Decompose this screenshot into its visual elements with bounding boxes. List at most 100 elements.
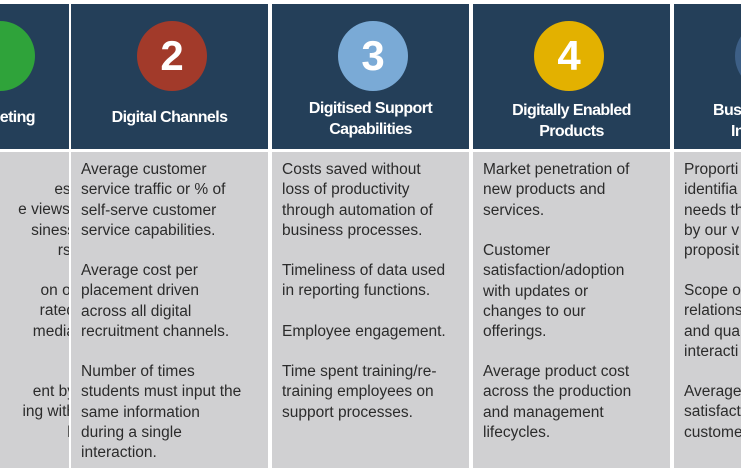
metric-text: Customer satisfaction/adoption with upda… <box>483 241 670 342</box>
column-digitally-enabled-products: 4 Digitally Enabled Products Market pene… <box>473 4 670 468</box>
metric-line: support processes. <box>282 403 413 421</box>
number-badge <box>735 21 741 91</box>
metric-text: Average product cost across the producti… <box>483 362 670 443</box>
metric-text: Time spent training/re- training employe… <box>282 362 469 423</box>
metric-line: media <box>32 322 69 340</box>
number-badge <box>0 21 35 91</box>
metric-text: Average customer service traffic or % of… <box>81 160 268 241</box>
metric-text: Market penetration of new products and s… <box>483 160 670 221</box>
metric-text: Costs saved without loss of productivity… <box>282 160 469 241</box>
column-business-intelligence: Bus In Proporti identifia needs th by ou… <box>674 4 741 468</box>
metric-line: through automation of <box>282 201 433 219</box>
metric-line: changes to our <box>483 302 586 320</box>
metric-text: Average satisfact custome <box>684 382 741 443</box>
metric-line: Timeliness of data used <box>282 262 446 279</box>
column-body: Proporti identifia needs th by our v pro… <box>674 152 741 468</box>
metric-line: Employee engagement. <box>282 323 446 340</box>
metric-line: Scope o <box>684 282 741 299</box>
metric-line: Costs saved without <box>282 161 421 178</box>
title-line: Digitised Support <box>308 100 433 117</box>
column-digital-marketing: eting es, e views) siness rs. on of rate… <box>0 4 69 468</box>
metric-line: Customer <box>483 242 551 259</box>
column-title: eting <box>0 107 36 128</box>
metric-line: Average cost per <box>81 262 198 279</box>
metric-line: e views) <box>18 201 69 219</box>
metric-line: es, <box>54 181 69 198</box>
metric-line: Proporti <box>684 161 739 178</box>
metric-line: interaction. <box>81 444 157 462</box>
metric-line: proposit <box>684 242 740 260</box>
metric-line: and qua <box>684 322 741 340</box>
metric-line: satisfact <box>684 403 741 421</box>
column-body: Market penetration of new products and s… <box>473 152 670 468</box>
metric-line: relations <box>684 302 741 320</box>
metric-text: Number of times students must input the … <box>81 362 268 463</box>
title-line: Digital Channels <box>111 109 228 126</box>
column-body: es, e views) siness rs. on of rated medi… <box>0 152 69 468</box>
column-header: Bus In <box>674 4 741 149</box>
metric-line: loss of productivity <box>282 181 410 199</box>
metric-line: Number of times <box>81 363 195 380</box>
metric-line: services. <box>483 201 545 219</box>
metric-line: Time spent training/re- <box>282 363 437 380</box>
metric-text: on of rated media <box>33 281 69 342</box>
column-header: eting <box>0 4 69 149</box>
metric-text: Proporti identifia needs th by our v pro… <box>684 160 741 261</box>
metric-line: rs. <box>57 241 69 259</box>
title-line: Products <box>539 123 604 140</box>
metric-line: business processes. <box>282 221 423 239</box>
metric-text: Employee engagement. <box>282 322 469 342</box>
column-digitised-support: 3 Digitised Support Capabilities Costs s… <box>272 4 469 468</box>
column-title: Digitally Enabled Products <box>473 100 670 142</box>
number-badge: 4 <box>534 21 604 91</box>
metric-text: ent by ing with l. <box>22 382 69 443</box>
title-line: Capabilities <box>329 121 412 138</box>
column-digital-channels: 2 Digital Channels Average customer serv… <box>71 4 268 468</box>
metric-line: interacti <box>684 342 739 360</box>
column-body: Costs saved without loss of productivity… <box>272 152 469 468</box>
title-line: Digitally Enabled <box>512 102 631 119</box>
column-title: Bus In <box>713 100 741 142</box>
metric-text: es, e views) siness rs. <box>18 180 69 261</box>
metric-line: recruitment channels. <box>81 322 230 340</box>
metric-line: rated <box>39 302 69 320</box>
metric-line: across the production <box>483 383 632 401</box>
metric-line: same information <box>81 403 200 421</box>
metric-line: service traffic or % of <box>81 181 226 199</box>
metric-line: service capabilities. <box>81 221 216 239</box>
metric-line: during a single <box>81 423 182 441</box>
metric-line: satisfaction/adoption <box>483 262 625 280</box>
metric-line: Average <box>684 383 741 400</box>
metric-line: offerings. <box>483 323 547 341</box>
metric-line: students must input the <box>81 383 242 401</box>
metric-line: needs th <box>684 201 741 219</box>
metric-line: custome <box>684 423 741 441</box>
column-header: 4 Digitally Enabled Products <box>473 4 670 149</box>
metric-line: training employees on <box>282 383 434 401</box>
metric-line: self-serve customer <box>81 201 217 219</box>
title-line: In <box>731 123 741 140</box>
metric-line: and management <box>483 403 604 421</box>
metric-line: Average product cost <box>483 363 630 380</box>
metric-text: Timeliness of data used in reporting fun… <box>282 261 469 302</box>
metric-line: new products and <box>483 181 606 199</box>
metric-text: Average cost per placement driven across… <box>81 261 268 342</box>
column-title: Digital Channels <box>71 107 268 128</box>
metric-line: across all digital <box>81 302 192 320</box>
column-header: 3 Digitised Support Capabilities <box>272 4 469 149</box>
metric-line: with updates or <box>483 282 589 300</box>
metric-line: l. <box>22 423 69 443</box>
metric-line: ent by <box>32 383 69 400</box>
metric-line: on of <box>40 282 69 299</box>
title-line: eting <box>0 109 36 126</box>
column-title: Digitised Support Capabilities <box>272 98 469 140</box>
metric-line: ing with <box>22 403 69 421</box>
metric-line: in reporting functions. <box>282 282 431 300</box>
column-header: 2 Digital Channels <box>71 4 268 149</box>
metric-line: identifia <box>684 181 738 199</box>
number-badge: 3 <box>338 21 408 91</box>
metric-line: lifecycles. <box>483 423 551 441</box>
metric-line: by our v <box>684 221 740 239</box>
metric-line: siness <box>31 221 69 239</box>
